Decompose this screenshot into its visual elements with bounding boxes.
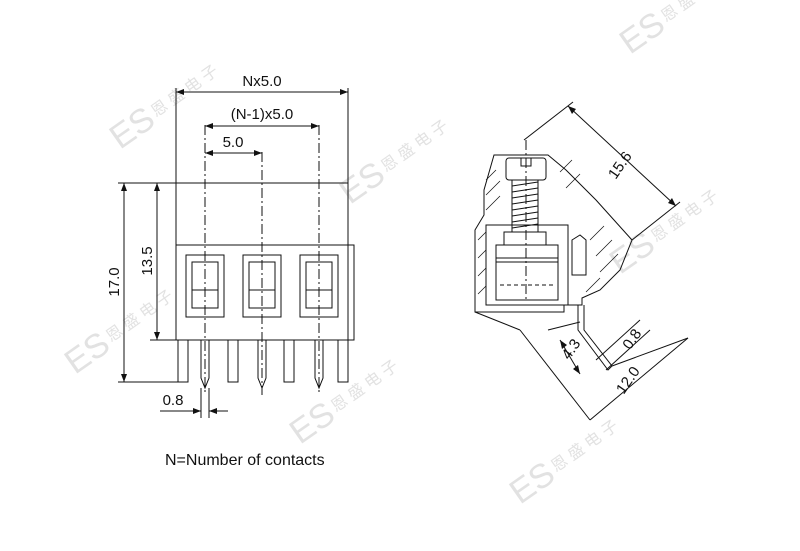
front-arrows (121, 89, 348, 414)
label-side-pin-width: 0.8 (619, 326, 645, 353)
svg-text:恩 盛 电 子: 恩 盛 电 子 (328, 357, 402, 416)
label-body-height: 13.5 (139, 246, 156, 275)
label-pin-spacing: 12.0 (613, 364, 644, 398)
label-pin-width: 0.8 (163, 392, 184, 409)
side-inner-cavity (485, 224, 569, 306)
watermark-6: ES 恩 盛 电 子 (503, 417, 622, 512)
label-total-width: Nx5.0 (242, 73, 281, 90)
standoffs (177, 339, 349, 383)
label-total-height: 17.0 (106, 267, 123, 296)
side-arrows (560, 106, 676, 374)
side-pin (577, 305, 613, 371)
svg-text:恩 盛 电 子: 恩 盛 电 子 (148, 62, 222, 121)
watermark-group: ES 恩 盛 电 子 ES 恩 盛 电 子 ES 恩 盛 电 子 ES 恩 盛 … (58, 0, 732, 512)
svg-text:恩 盛 电 子: 恩 盛 电 子 (648, 187, 722, 246)
side-hatching (477, 159, 619, 295)
watermark-2: ES 恩 盛 电 子 (333, 117, 452, 212)
side-clamp-cage (495, 244, 559, 301)
side-view (474, 101, 689, 421)
label-length: 15.6 (605, 149, 636, 183)
dim-line-pin-spacing (519, 329, 591, 421)
svg-text:恩 盛 电 子: 恩 盛 电 子 (658, 0, 732, 26)
screw-thread (511, 179, 539, 233)
front-body-lower (175, 244, 355, 341)
front-view (118, 88, 355, 418)
centerlines-front (204, 125, 320, 395)
watermark-5: ES 恩 盛 电 子 (283, 357, 402, 452)
caption-note: N=Number of contacts (165, 452, 325, 469)
dim-line-side-pin-width (595, 319, 641, 361)
side-housing-outline (474, 154, 633, 313)
watermark-3: ES 恩 盛 电 子 (613, 0, 732, 62)
label-pitch: 5.0 (223, 134, 244, 151)
svg-text:恩 盛 电 子: 恩 盛 电 子 (548, 417, 622, 476)
watermark-1: ES 恩 盛 电 子 (103, 62, 222, 157)
label-pin-offset: 4.3 (558, 336, 584, 363)
svg-text:恩 盛 电 子: 恩 盛 电 子 (378, 117, 452, 176)
side-latch (571, 234, 587, 276)
dim-line-length (567, 105, 677, 207)
label-outer-pitch: (N-1)x5.0 (231, 106, 294, 123)
